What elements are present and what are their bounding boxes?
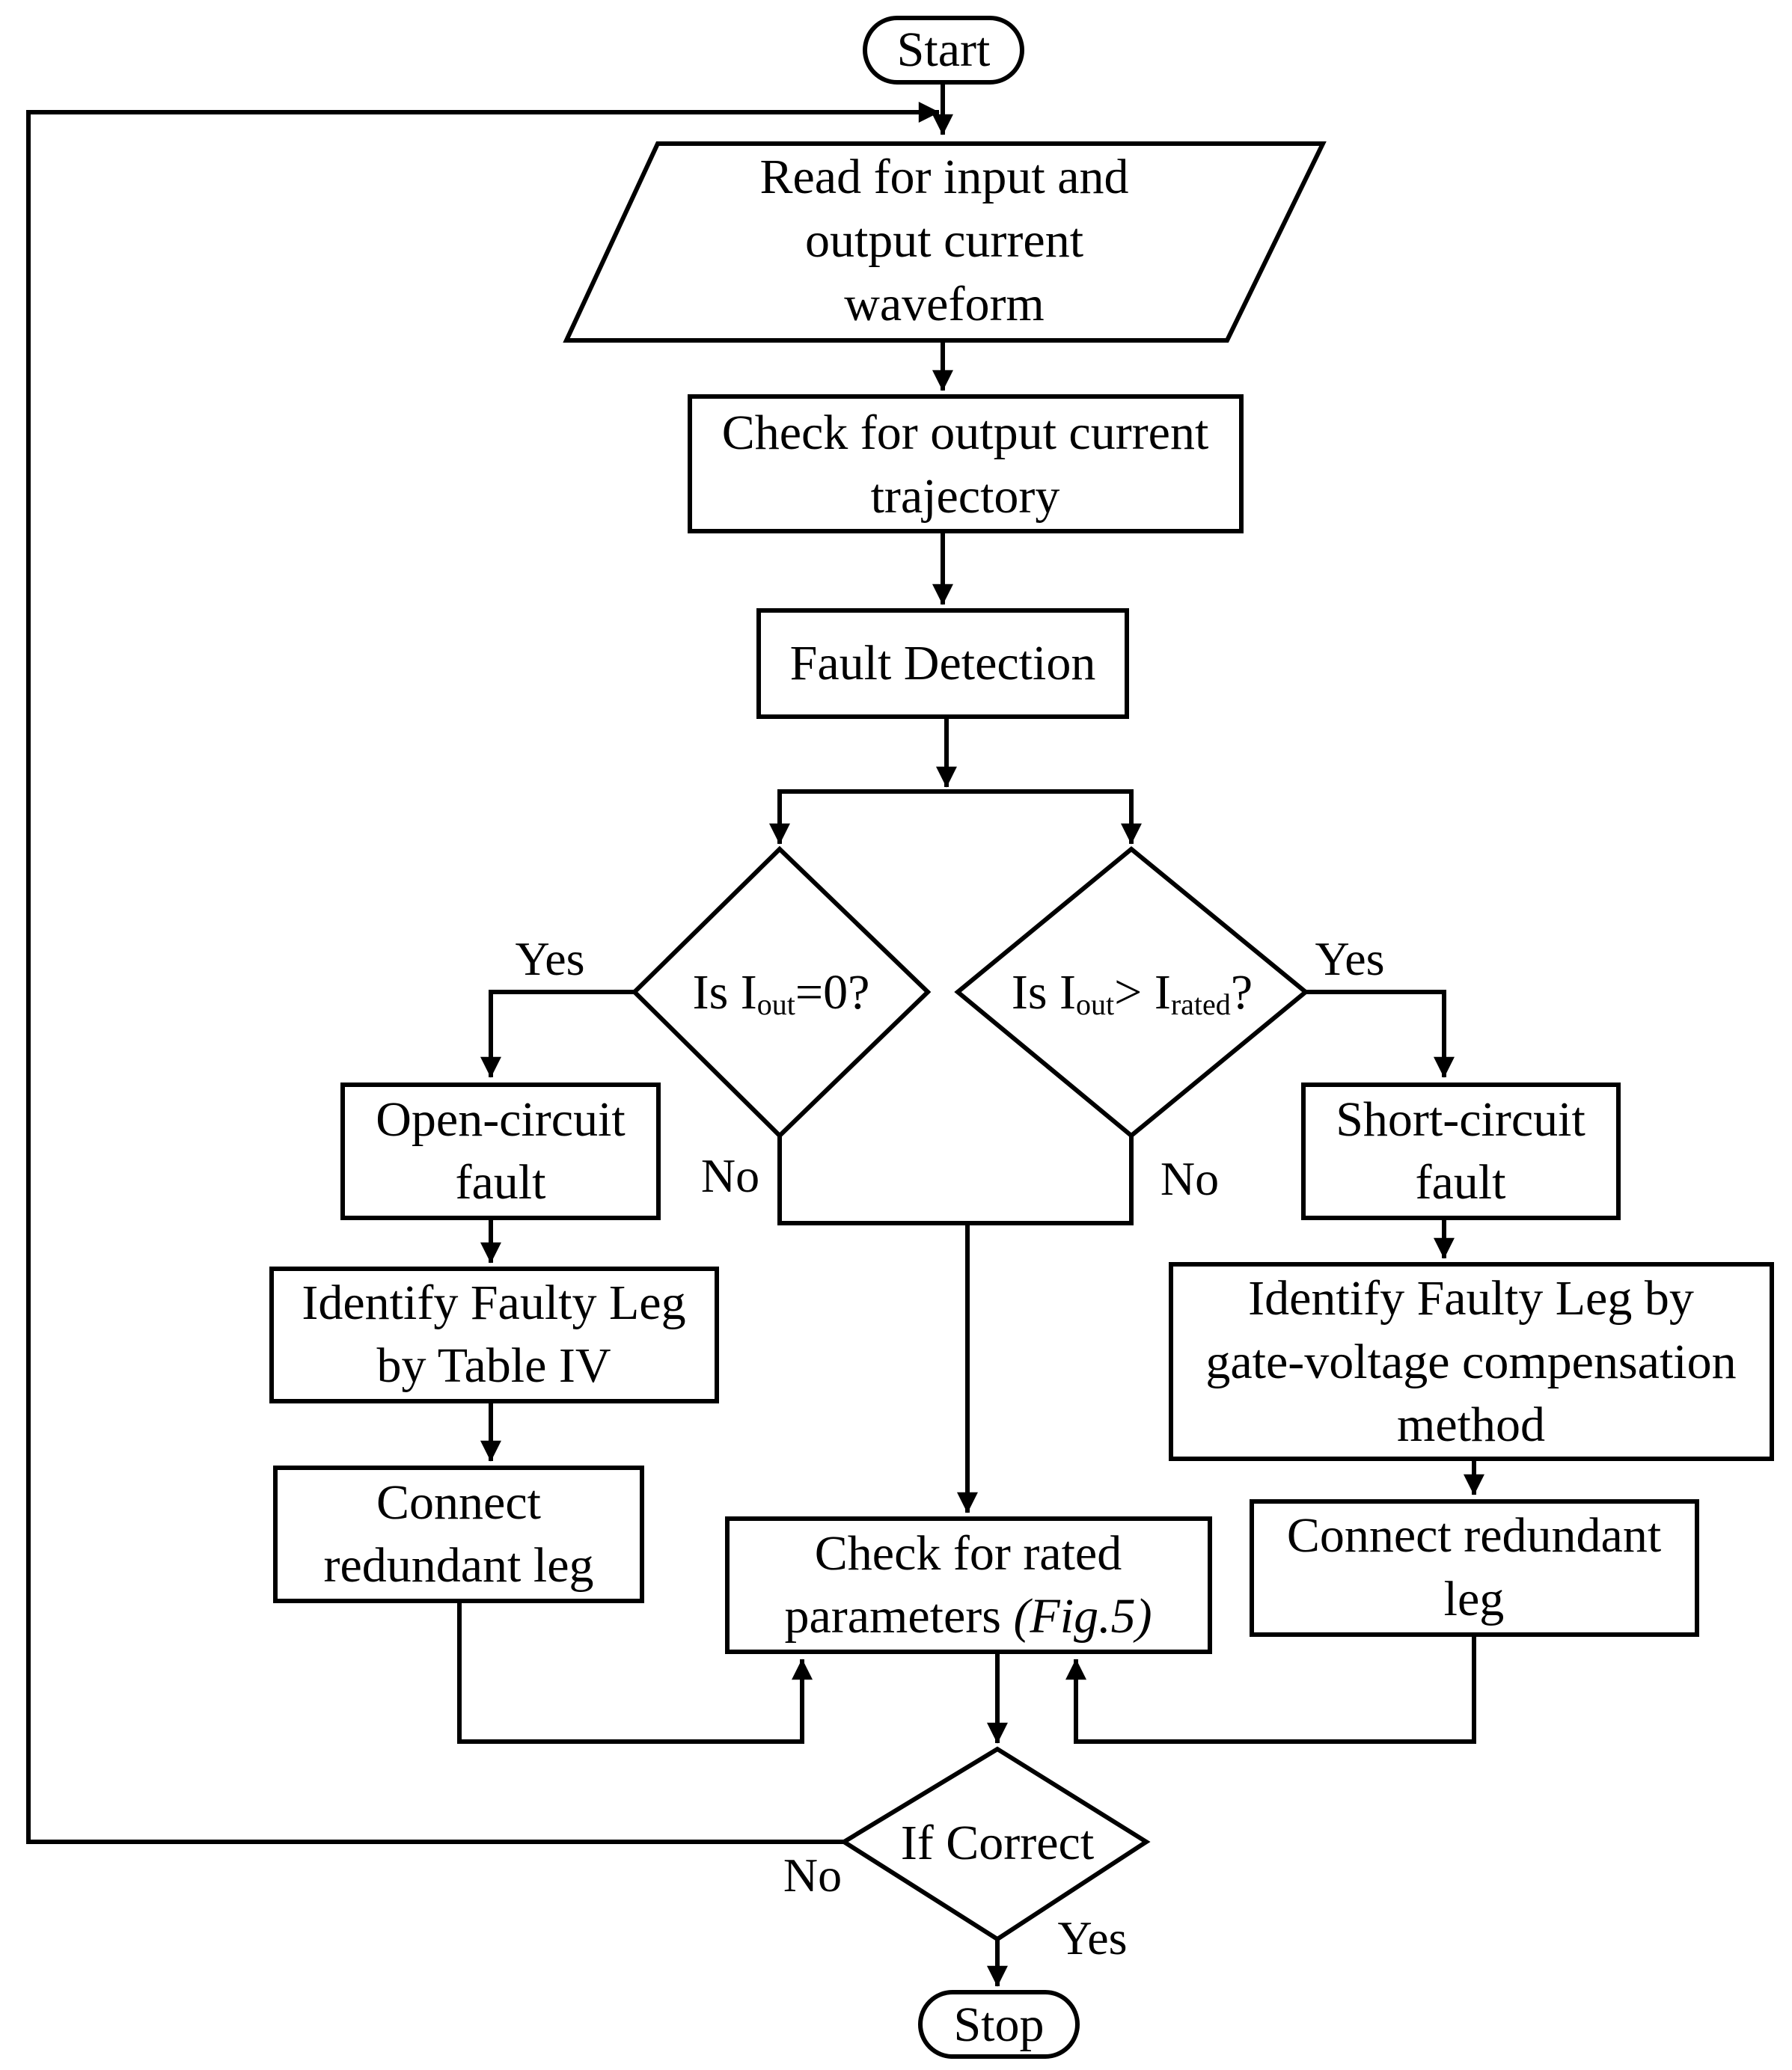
- check-rated-parameters-node: Check for rated parameters (Fig.5): [725, 1516, 1212, 1654]
- short-yes-label: Yes: [1315, 932, 1384, 985]
- identify-left-line-2: by Table IV: [376, 1338, 611, 1393]
- decision-open-text: Is Iout=0?: [693, 965, 870, 1021]
- arrow-loop-back: [26, 102, 940, 1844]
- read-input-line-2: output current: [805, 213, 1083, 268]
- fault-detection-node: Fault Detection: [756, 608, 1129, 719]
- identify-left-line-1: Identify Faulty Leg: [302, 1276, 685, 1330]
- correct-yes-label: Yes: [1057, 1911, 1127, 1965]
- check-trajectory-node: Check for output current trajectory: [688, 394, 1244, 533]
- decision-open-circuit: Is Iout=0?: [631, 845, 932, 1139]
- connect-redundant-left-node: Connect redundant leg: [273, 1466, 644, 1603]
- open-fault-line-1: Open-circuit: [376, 1092, 626, 1147]
- check-rated-line-1: Check for rated: [815, 1526, 1122, 1581]
- short-circuit-fault-node: Short-circuit fault: [1301, 1083, 1621, 1220]
- connect-right-line-2: leg: [1444, 1572, 1505, 1626]
- if-correct-label: If Correct: [901, 1816, 1094, 1870]
- decision-short-circuit: Is Iout> Irated?: [954, 846, 1309, 1139]
- short-fault-line-2: fault: [1416, 1155, 1506, 1210]
- check-trajectory-line-2: trajectory: [871, 469, 1060, 524]
- arrow-open-yes: [480, 990, 634, 1078]
- identify-right-line-1: Identify Faulty Leg by: [1248, 1271, 1694, 1326]
- short-fault-line-1: Short-circuit: [1336, 1092, 1585, 1147]
- read-input-line-1: Read for input and: [759, 150, 1128, 204]
- correct-no-label: No: [783, 1849, 842, 1902]
- stop-label: Stop: [953, 1997, 1044, 2052]
- arrow-short-yes: [1306, 990, 1455, 1078]
- open-yes-label: Yes: [515, 932, 584, 985]
- connectors: [26, 84, 1484, 1987]
- branch-labels: Yes No Yes No No Yes: [515, 932, 1384, 1965]
- short-no-label: No: [1160, 1152, 1219, 1205]
- open-fault-line-2: fault: [456, 1155, 546, 1210]
- fault-detection-label: Fault Detection: [790, 636, 1096, 690]
- start-label: Start: [897, 22, 991, 77]
- identify-leg-table-node: Identify Faulty Leg by Table IV: [269, 1267, 719, 1403]
- open-circuit-fault-node: Open-circuit fault: [340, 1083, 661, 1220]
- read-input-line-3: waveform: [844, 277, 1045, 331]
- connect-redundant-right-node: Connect redundant leg: [1250, 1499, 1699, 1637]
- identify-leg-gate-voltage-node: Identify Faulty Leg by gate-voltage comp…: [1169, 1262, 1774, 1461]
- connect-right-line-1: Connect redundant: [1287, 1508, 1661, 1563]
- arrow-connect-right-to-check: [1065, 1635, 1476, 1744]
- identify-right-line-3: method: [1397, 1397, 1545, 1452]
- no-merge-line: [777, 1136, 1134, 1225]
- identify-right-line-2: gate-voltage compensation: [1205, 1335, 1736, 1389]
- decision-short-text: Is Iout> Irated?: [1012, 965, 1253, 1021]
- connect-left-line-1: Connect: [376, 1475, 541, 1530]
- check-rated-line-2: parameters (Fig.5): [784, 1589, 1152, 1644]
- open-no-label: No: [701, 1149, 759, 1202]
- check-trajectory-line-1: Check for output current: [722, 405, 1209, 460]
- decision-if-correct: If Correct: [840, 1746, 1151, 1942]
- stop-terminal: Stop: [918, 1990, 1080, 2059]
- arrow-connect-left-to-check: [457, 1601, 813, 1744]
- figure-reference: (Fig.5): [1013, 1589, 1152, 1644]
- start-terminal: Start: [863, 16, 1024, 85]
- connect-left-line-2: redundant leg: [323, 1538, 593, 1593]
- read-input-node: Read for input and output current wavefo…: [563, 141, 1327, 343]
